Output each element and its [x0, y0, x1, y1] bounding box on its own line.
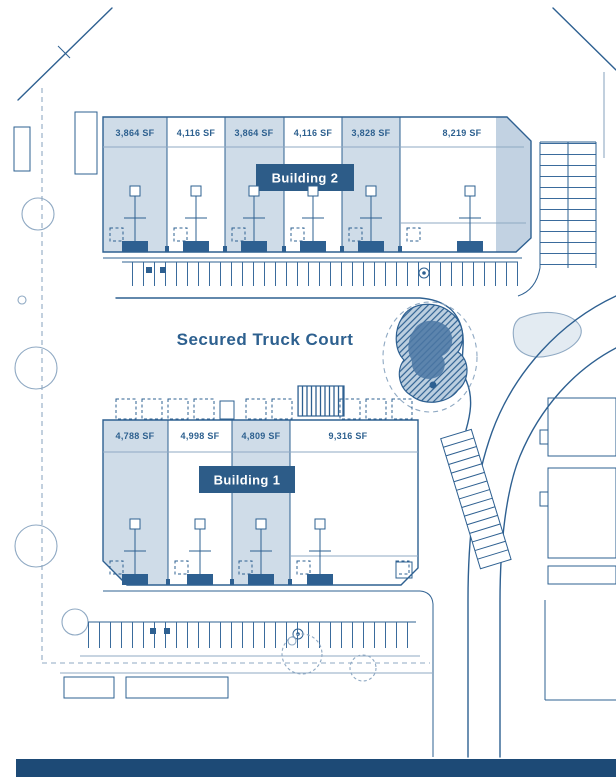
accessible-stall-icon: [146, 267, 152, 273]
unit-sf-label: 4,809 SF: [242, 431, 281, 441]
pond-dashed-offset: [382, 301, 478, 413]
unit-sf-label: 9,316 SF: [329, 431, 368, 441]
unit-sf-label: 4,116 SF: [294, 128, 333, 138]
unit-shade-end: [496, 117, 531, 252]
roof-unit: [219, 400, 235, 420]
tree-icon: [14, 524, 58, 568]
building-1-roof-row: [115, 385, 413, 420]
building-1: 4,788 SF 4,998 SF 4,809 SF 9,316 SF Buil…: [102, 419, 419, 586]
unit-shade: [103, 420, 168, 585]
boundary-diagonal-topright: [552, 7, 616, 71]
trash-enclosure: [74, 111, 98, 175]
unit-sf-label: 8,219 SF: [443, 128, 482, 138]
footer-bar: [16, 759, 616, 777]
building-2-entries: [122, 185, 483, 252]
tree-icon: [21, 197, 55, 231]
boundary-tick: [57, 45, 71, 59]
drive-connector: [517, 267, 541, 297]
stair-landing: [395, 561, 413, 579]
stair-treads: [443, 437, 509, 560]
building-1-entries: [122, 518, 333, 585]
building-2-column-ticks: [165, 246, 402, 252]
building-2-dock-doors: [109, 227, 421, 242]
planter: [63, 676, 115, 699]
truck-court-label: Secured Truck Court: [177, 330, 354, 349]
tree-icon: [349, 654, 377, 682]
adjacent-building: [547, 397, 616, 457]
east-street-and-structures: [395, 295, 616, 758]
unit-sf-label: 4,788 SF: [116, 431, 155, 441]
unit-sf-label: 4,116 SF: [177, 128, 216, 138]
property-lines: [17, 7, 616, 674]
unit-sf-label: 3,864 SF: [235, 128, 274, 138]
unit-sf-label: 4,998 SF: [181, 431, 220, 441]
parking-stall-ticks: [88, 622, 416, 648]
adjacent-building: [547, 565, 616, 585]
drive-edge: [419, 590, 434, 757]
building-1-column-ticks: [166, 579, 292, 585]
building-2-outline: [102, 116, 532, 253]
south-landscape: [63, 633, 377, 699]
bollard-dot: [422, 271, 426, 275]
building-1-label: Building 1: [214, 473, 281, 488]
tree-icon: [17, 295, 27, 305]
tree-icon: [14, 346, 58, 390]
landscape-island: [512, 311, 582, 358]
adjacent-building: [547, 467, 616, 559]
building-2-label: Building 2: [272, 171, 339, 186]
unit-sf-label: 3,864 SF: [116, 128, 155, 138]
bollard-icon: [418, 267, 430, 279]
street-curve-outer: [467, 295, 616, 758]
monument-sign: [13, 126, 31, 172]
parking-stall-ticks: [122, 262, 518, 286]
accessible-stall-icon: [160, 267, 166, 273]
building-1-outline: [102, 419, 419, 586]
pond-feature: [382, 301, 582, 413]
building-2-label-box: [256, 164, 354, 191]
building-notch: [539, 491, 549, 507]
pond-drain-dot: [429, 381, 437, 389]
boundary-diagonal-topleft: [17, 7, 113, 101]
planter: [125, 676, 229, 699]
equipment-screen: [297, 385, 345, 417]
left-site-objects: [13, 111, 98, 636]
north-drive-parking: [103, 257, 522, 431]
south-drive-parking: [80, 590, 434, 757]
accessible-stall-icon: [150, 628, 156, 634]
building-1-label-box: [199, 466, 295, 493]
building-notch: [539, 429, 549, 445]
tree-icon: [287, 636, 297, 646]
stair-path: [440, 428, 512, 570]
building-2: 3,864 SF 4,116 SF 3,864 SF 4,116 SF 3,82…: [102, 116, 532, 253]
pond-dark-center: [408, 320, 453, 379]
east-parking-strip: [517, 141, 597, 297]
tree-icon: [281, 633, 323, 675]
unit-sf-label: 3,828 SF: [352, 128, 391, 138]
accessible-stall-icon: [164, 628, 170, 634]
